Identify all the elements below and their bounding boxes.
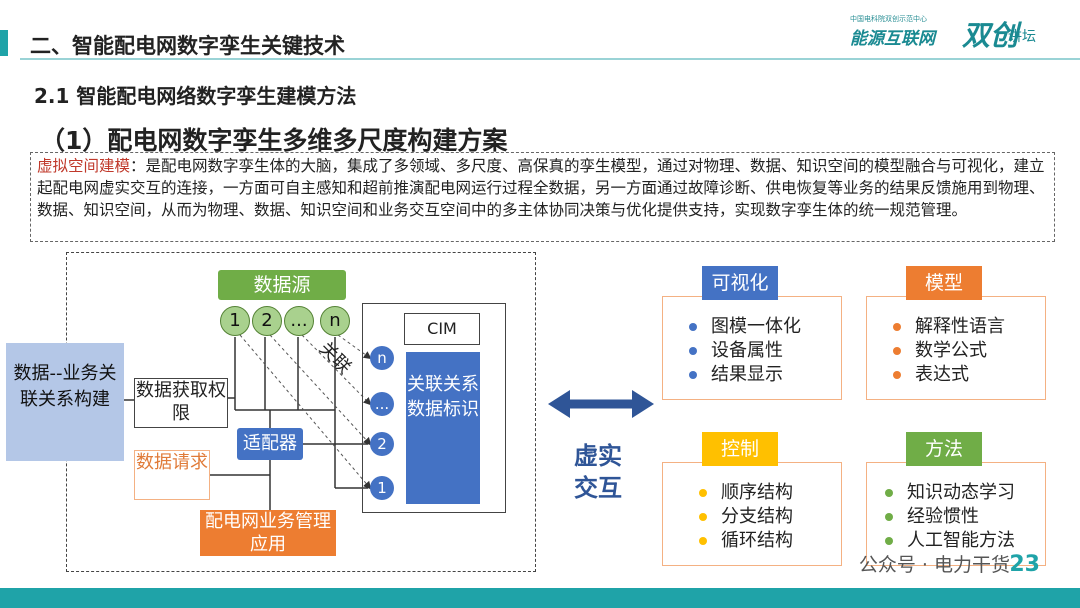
subsection-title: 2.1 智能配电网络数字孪生建模方法 <box>34 84 357 108</box>
source-node-2: 2 <box>252 306 282 336</box>
bullet-icon <box>699 513 707 521</box>
card-item: 数学公式 <box>893 339 1005 363</box>
intro-term: 虚拟空间建模 <box>37 157 131 175</box>
card-item: 经验惯性 <box>885 505 1015 529</box>
access-rights-box: 数据获取权限 <box>134 378 228 428</box>
card-item: 图模一体化 <box>689 315 801 339</box>
bullet-icon <box>885 489 893 497</box>
accent-bar <box>0 30 8 56</box>
bullet-icon <box>893 323 901 331</box>
watermark-text: 公众号 · 电力干货 <box>858 554 1010 576</box>
logo-big-text: 双创 <box>962 19 1019 52</box>
card-item: 解释性语言 <box>893 315 1005 339</box>
logo-small-text: 中国电科院双创示范中心 <box>850 15 927 23</box>
intro-body: ：是配电网数字孪生体的大脑，集成了多领域、多尺度、高保真的孪生模型，通过对物理、… <box>37 157 1045 219</box>
source-node-n: n <box>320 306 350 336</box>
data-request-box: 数据请求 <box>134 450 210 500</box>
bullet-icon <box>893 347 901 355</box>
card-item: 循环结构 <box>699 529 793 553</box>
logo-tail-text: 讲坛 <box>1008 29 1036 45</box>
bullet-icon <box>885 537 893 545</box>
scheme-title: （1）配电网数字孪生多维多尺度构建方案 <box>40 126 508 155</box>
business-app-box: 配电网业务管理应用 <box>200 510 336 556</box>
card-item: 顺序结构 <box>699 481 793 505</box>
card-method: 知识动态学习 经验惯性 人工智能方法 <box>866 462 1046 566</box>
adapter-box: 适配器 <box>237 428 303 460</box>
card-item: 知识动态学习 <box>885 481 1015 505</box>
bullet-icon <box>699 489 707 497</box>
source-node-ellipsis: ... <box>284 306 314 336</box>
cim-box: CIM <box>404 313 480 345</box>
page-number: 23 <box>1009 552 1040 577</box>
source-node-1: 1 <box>220 306 250 336</box>
card-tag-model: 模型 <box>906 266 982 300</box>
relation-node-n: n <box>370 346 394 370</box>
card-tag-visualization: 可视化 <box>702 266 778 300</box>
bottom-bar <box>0 588 1080 608</box>
bullet-icon <box>689 371 697 379</box>
bullet-icon <box>689 323 697 331</box>
intro-paragraph: 虚拟空间建模：是配电网数字孪生体的大脑，集成了多领域、多尺度、高保真的孪生模型，… <box>30 152 1055 242</box>
card-item: 分支结构 <box>699 505 793 529</box>
card-item: 结果显示 <box>689 363 801 387</box>
event-logo: 中国电科院双创示范中心 能源互联网 双创 讲坛 <box>850 14 1040 52</box>
card-tag-method: 方法 <box>906 432 982 466</box>
card-item: 表达式 <box>893 363 1005 387</box>
virtual-real-interaction-label: 虚实交互 <box>574 442 622 502</box>
relation-node-ellipsis: ... <box>370 392 394 416</box>
cim-frame <box>362 303 506 513</box>
relation-id-box: 关联关系数据标识 <box>406 352 480 504</box>
card-item: 设备属性 <box>689 339 801 363</box>
card-item: 人工智能方法 <box>885 529 1015 553</box>
bullet-icon <box>689 347 697 355</box>
relation-node-1: 1 <box>370 476 394 500</box>
bullet-icon <box>885 513 893 521</box>
card-tag-control: 控制 <box>702 432 778 466</box>
logo-main-text: 能源互联网 <box>850 29 935 49</box>
bullet-icon <box>893 371 901 379</box>
data-business-relation-box: 数据--业务关联关系构建 <box>6 343 124 461</box>
title-divider <box>20 58 1080 60</box>
relation-node-2: 2 <box>370 432 394 456</box>
section-title: 二、智能配电网数字孪生关键技术 <box>30 34 345 58</box>
card-model: 解释性语言 数学公式 表达式 <box>866 296 1046 400</box>
card-control: 顺序结构 分支结构 循环结构 <box>662 462 842 566</box>
bullet-icon <box>699 537 707 545</box>
card-visualization: 图模一体化 设备属性 结果显示 <box>662 296 842 400</box>
data-source-label: 数据源 <box>218 270 346 300</box>
